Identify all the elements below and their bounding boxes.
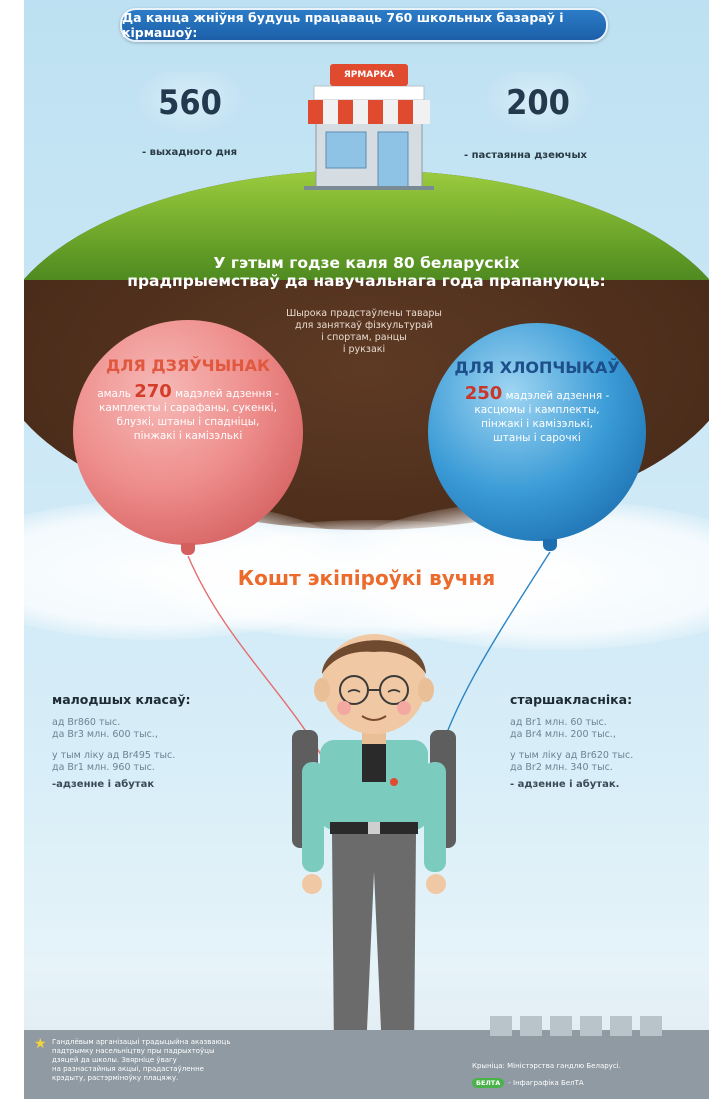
girls-line: блузкі, штаны і спадніцы,	[116, 416, 260, 428]
girls-prefix: амаль	[97, 388, 131, 400]
girls-suffix: мадэлей адзення -	[175, 388, 279, 400]
header-title: Да канца жніўня будуць працаваць 760 шко…	[120, 8, 608, 42]
girls-line: пінжакі і камізэлькі	[133, 430, 243, 442]
belta-badge: БЕЛТА	[472, 1078, 505, 1088]
note-line: і рукзакі	[342, 344, 386, 355]
footer: ★ Гандлёвым арганізацыі традыцыйна аказв…	[24, 1016, 709, 1099]
footer-note-line: падтрымку насельніцтву пры падрыхтоўцы	[52, 1047, 215, 1055]
permanent-fairs-count: 200	[484, 72, 592, 134]
footer-credit-text: - Інфаграфіка БелТА	[508, 1078, 584, 1087]
boys-line-main: 250 мадэлей адзення -	[428, 385, 646, 403]
girls-line-main: амаль 270 мадэлей адзення -	[73, 383, 303, 401]
senior-heading: старшакласніка:	[510, 692, 633, 707]
boys-line: касцюмы і камплекты,	[474, 404, 600, 416]
girls-title: ДЛЯ ДЗЯЎЧЫНАК	[105, 356, 271, 375]
senior-incl: да Br2 млн. 340 тыс.	[510, 762, 613, 773]
schoolboy-illustration	[274, 612, 474, 1092]
fair-sign: ЯРМАРКА	[343, 70, 395, 80]
cost-title: Кошт экіпіроўкі вучня	[237, 566, 496, 590]
weekend-fairs-count: 560	[136, 72, 244, 134]
footer-source: Крыніца: Міністэрства гандлю Беларусі.	[472, 1062, 621, 1070]
junior-range: ад Br860 тыс.	[52, 717, 121, 728]
footer-stripes	[490, 1016, 680, 1036]
weekend-fairs-caption: - выхадного дня	[142, 147, 238, 158]
hill-title: У гэтым годзе каля 80 беларускіх прадпры…	[24, 254, 709, 290]
footer-note-line: Гандлёвым арганізацыі традыцыйна аказваю…	[52, 1038, 231, 1046]
junior-incl-note: -адзенне і абутак	[52, 779, 155, 790]
boys-line: штаны і сарочкі	[493, 432, 581, 444]
senior-incl: у тым ліку ад Br620 тыс.	[510, 750, 634, 761]
boys-block: ДЛЯ ХЛОПЧЫКАЎ 250 мадэлей адзення - касц…	[428, 358, 646, 445]
boys-suffix: мадэлей адзення -	[505, 390, 610, 402]
balloon-girls-knot	[181, 543, 195, 555]
boys-line: пінжакі і камізэлькі,	[481, 418, 593, 430]
boys-title: ДЛЯ ХЛОПЧЫКАЎ	[454, 358, 620, 377]
footer-note-line: на разнастайныя акцыі, прадастаўленне	[52, 1065, 204, 1073]
junior-range: да Br3 млн. 600 тыс.,	[52, 729, 158, 740]
star-icon: ★	[34, 1036, 47, 1052]
sport-goods-note: Шырока прадстаўлены тавары для заняткаў …	[264, 308, 464, 356]
boys-number: 250	[464, 383, 503, 404]
girls-block: ДЛЯ ДЗЯЎЧЫНАК амаль 270 мадэлей адзення …	[73, 356, 303, 443]
junior-incl: да Br1 млн. 960 тыс.	[52, 762, 155, 773]
fair-shop-illustration: ЯРМАРКА	[294, 58, 444, 190]
balloon-girls	[73, 320, 303, 545]
senior-range: да Br4 млн. 200 тыс.,	[510, 729, 616, 740]
girls-line: камплекты і сарафаны, сукенкі,	[99, 402, 277, 414]
permanent-fairs-caption: - пастаянна дзеючых	[464, 150, 587, 161]
junior-heading: малодшых класаў:	[52, 692, 191, 707]
junior-incl: у тым ліку ад Br495 тыс.	[52, 750, 176, 761]
hill-title-line1: У гэтым годзе каля 80 беларускіх	[213, 254, 520, 272]
infographic: Да канца жніўня будуць працаваць 760 шко…	[24, 0, 709, 1099]
senior-range: ад Br1 млн. 60 тыс.	[510, 717, 607, 728]
note-line: для заняткаў фізкультурай	[295, 320, 433, 331]
note-line: Шырока прадстаўлены тавары	[286, 308, 442, 319]
balloon-boys-knot	[543, 539, 557, 551]
hill-title-line2: прадпрыемстваў да навучальнага года прап…	[127, 272, 606, 290]
junior-cost: малодшых класаў: ад Br860 тыс. да Br3 мл…	[52, 692, 272, 790]
footer-credit: БЕЛТА - Інфаграфіка БелТА	[472, 1078, 584, 1088]
senior-cost: старшакласніка: ад Br1 млн. 60 тыс. да B…	[510, 692, 700, 790]
note-line: і спортам, ранцы	[321, 332, 407, 343]
footer-note: Гандлёвым арганізацыі традыцыйна аказваю…	[52, 1038, 322, 1083]
footer-note-line: дзяцей да школы. Звярніце ўвагу	[52, 1056, 177, 1064]
girls-number: 270	[134, 381, 172, 402]
balloon-boys	[428, 323, 646, 541]
footer-note-line: крэдыту, растэрміноўку плацяжу.	[52, 1074, 179, 1082]
senior-incl-note: - адзенне і абутак.	[510, 779, 620, 790]
